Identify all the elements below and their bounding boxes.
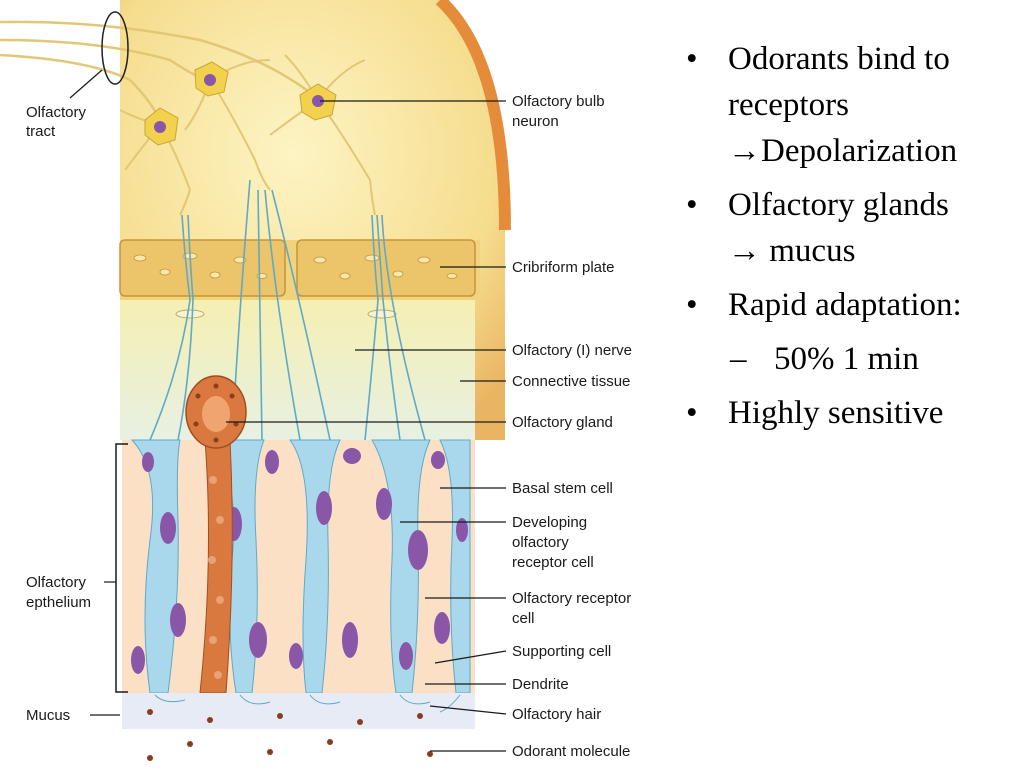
leader-supporting-cell: [434, 650, 507, 664]
connective-tissue: [120, 300, 475, 440]
epithelium: [122, 439, 475, 694]
label-olfactory-hair: Olfactory hair: [512, 706, 601, 723]
sub-bullet-item-adaptation-rate: – 50% 1 min: [686, 336, 1016, 382]
bullet-text: Odorants bind to: [728, 41, 950, 77]
olfactory-gland: [185, 375, 247, 449]
bullet-item-glands: • Olfactory glands → mucus: [686, 182, 1016, 274]
label-connective-tissue: Connective tissue: [512, 373, 630, 390]
sub-bullet-dash: –: [730, 341, 747, 377]
bullet-item-sensitivity: • Highly sensitive: [686, 390, 1016, 436]
bullet-dot: •: [686, 41, 698, 77]
bullet-text: →Depolarization: [728, 133, 958, 169]
label-basal-stem-cell: Basal stem cell: [512, 480, 613, 497]
bullet-dot: •: [686, 395, 698, 431]
cribriform-plate: [119, 239, 480, 300]
bullet-text: Rapid adaptation:: [728, 287, 962, 323]
label-developing-3: receptor cell: [512, 554, 594, 571]
label-bulb-neuron-2: neuron: [512, 113, 559, 130]
bulb-neurons: [119, 54, 376, 216]
label-mucus: Mucus: [26, 707, 70, 724]
label-olfactory-nerve: Olfactory (I) nerve: [512, 342, 632, 359]
label-olfactory-tract-1: Olfactory: [26, 104, 87, 121]
leader-olfactory-tract: [69, 69, 103, 99]
label-olfactory-epithelium-1: Olfactory: [26, 574, 87, 591]
label-developing-1: Developing: [512, 514, 587, 531]
label-olfactory-epithelium-2: epthelium: [26, 594, 91, 611]
epithelium-bracket: [115, 443, 128, 693]
label-supporting-cell: Supporting cell: [512, 643, 611, 660]
olfactory-nerve-axons: [149, 179, 426, 441]
bullet-text: → mucus: [728, 233, 856, 269]
label-odorant-molecule: Odorant molecule: [512, 743, 630, 760]
label-receptor-cell-2: cell: [512, 610, 535, 627]
bullet-item-adaptation: • Rapid adaptation:: [686, 282, 1016, 328]
label-olfactory-gland: Olfactory gland: [512, 414, 613, 431]
label-dendrite: Dendrite: [512, 676, 569, 693]
mucus-layer: [122, 693, 475, 761]
label-cribriform-plate: Cribriform plate: [512, 259, 615, 276]
label-receptor-cell-1: Olfactory receptor: [512, 590, 631, 607]
bullet-text: Highly sensitive: [728, 395, 944, 431]
label-olfactory-tract-2: tract: [26, 123, 56, 140]
bullet-list: • Odorants bind to receptors →Depolariza…: [686, 36, 1016, 444]
bullet-dot: •: [686, 187, 698, 223]
bullet-text: Olfactory glands: [728, 187, 949, 223]
leader-olfactory-hair: [429, 705, 507, 715]
bullet-dot: •: [686, 287, 698, 323]
bullet-text: receptors: [728, 87, 849, 123]
sub-bullet-text: 50% 1 min: [774, 341, 919, 377]
bullet-item-odorants: • Odorants bind to receptors →Depolariza…: [686, 36, 1016, 174]
label-developing-2: olfactory: [512, 534, 569, 551]
label-bulb-neuron-1: Olfactory bulb: [512, 93, 605, 110]
